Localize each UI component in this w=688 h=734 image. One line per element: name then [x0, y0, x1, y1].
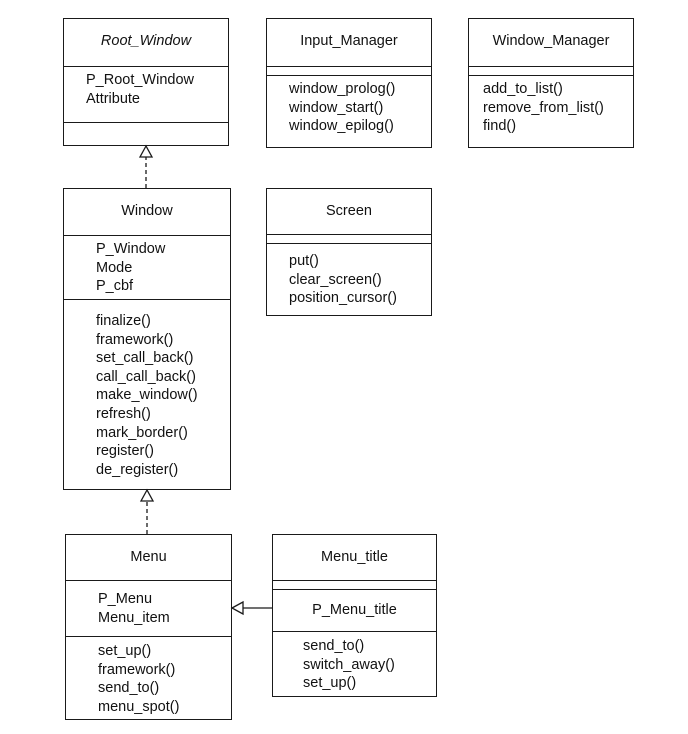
- attributes-section: [469, 66, 633, 75]
- class-name: Input_Manager: [300, 33, 398, 49]
- operation: set_up(): [303, 675, 357, 692]
- operations-section: send_to() switch_away() set_up(): [273, 631, 436, 698]
- class-root-window: Root_Window P_Root_Window Attribute: [63, 18, 229, 146]
- generalization-menu-title-menu: [230, 600, 272, 616]
- attribute: Attribute: [86, 90, 140, 107]
- class-name-section: Input_Manager: [267, 19, 431, 66]
- operation: send_to(): [303, 638, 365, 654]
- attribute: P_Menu_title: [312, 602, 397, 618]
- operation: make_window(): [96, 387, 198, 404]
- attribute: P_Menu: [98, 591, 153, 607]
- attributes-section: P_Window Mode P_cbf: [64, 235, 230, 299]
- operations-section: set_up() framework() send_to() menu_spot…: [66, 636, 231, 721]
- class-name-section: Screen: [267, 189, 431, 234]
- operation: add_to_list(): [483, 81, 563, 97]
- operations-section: add_to_list() remove_from_list() find(): [469, 75, 633, 147]
- attribute: Mode: [96, 259, 133, 276]
- attributes-section: P_Root_Window Attribute: [64, 66, 228, 122]
- operation: send_to(): [98, 680, 160, 697]
- generalization-menu-window: [139, 488, 155, 534]
- class-name: Menu: [130, 549, 167, 565]
- operations-section: finalize() framework() set_call_back() c…: [64, 299, 230, 491]
- operation: remove_from_list(): [483, 99, 604, 116]
- class-name-section: Window_Manager: [469, 19, 633, 66]
- operation: refresh(): [96, 405, 151, 422]
- empty-section: [273, 580, 436, 589]
- attribute: Menu_item: [98, 609, 170, 626]
- operations-section: put() clear_screen() position_cursor(): [267, 243, 431, 315]
- operation: framework(): [98, 661, 176, 678]
- attribute: P_Root_Window: [86, 72, 194, 88]
- class-name: Window_Manager: [492, 33, 610, 49]
- class-name: Screen: [326, 203, 372, 219]
- class-name-section: Root_Window: [64, 19, 228, 66]
- operation: register(): [96, 443, 155, 460]
- operation: window_prolog(): [289, 81, 396, 97]
- operation: position_cursor(): [289, 290, 397, 307]
- class-name: Window: [121, 203, 173, 219]
- attributes-section: [267, 66, 431, 75]
- operation: put(): [289, 253, 319, 269]
- generalization-window-root-window: [138, 144, 154, 188]
- attributes-section: P_Menu Menu_item: [66, 580, 231, 636]
- class-screen: Screen put() clear_screen() position_cur…: [266, 188, 432, 316]
- class-name-section: Menu: [66, 535, 231, 580]
- operation: de_register(): [96, 461, 179, 478]
- class-name-section: Window: [64, 189, 230, 235]
- operation: window_epilog(): [289, 118, 394, 135]
- class-input-manager: Input_Manager window_prolog() window_sta…: [266, 18, 432, 148]
- operation: call_call_back(): [96, 368, 196, 385]
- operation: mark_border(): [96, 424, 188, 441]
- operation: set_call_back(): [96, 350, 194, 367]
- class-name-section: Menu_title: [273, 535, 436, 580]
- attribute: P_cbf: [96, 278, 134, 295]
- operation: framework(): [96, 331, 174, 348]
- class-window-manager: Window_Manager add_to_list() remove_from…: [468, 18, 634, 148]
- class-menu-title: Menu_title P_Menu_title send_to() switch…: [272, 534, 437, 697]
- operations-section: window_prolog() window_start() window_ep…: [267, 75, 431, 147]
- operation: menu_spot(): [98, 698, 180, 715]
- attributes-section: P_Menu_title: [273, 589, 436, 631]
- class-menu: Menu P_Menu Menu_item set_up() framework…: [65, 534, 232, 720]
- operation: finalize(): [96, 313, 151, 329]
- operation: find(): [483, 118, 517, 135]
- class-window: Window P_Window Mode P_cbf finalize() fr…: [63, 188, 231, 490]
- class-name: Menu_title: [321, 549, 388, 565]
- operation: window_start(): [289, 99, 384, 116]
- operations-section: [64, 122, 228, 145]
- operation: set_up(): [98, 643, 152, 659]
- class-name: Root_Window: [100, 33, 192, 49]
- operation: switch_away(): [303, 656, 395, 673]
- attributes-section: [267, 234, 431, 243]
- attribute: P_Window: [96, 241, 166, 257]
- operation: clear_screen(): [289, 271, 382, 288]
